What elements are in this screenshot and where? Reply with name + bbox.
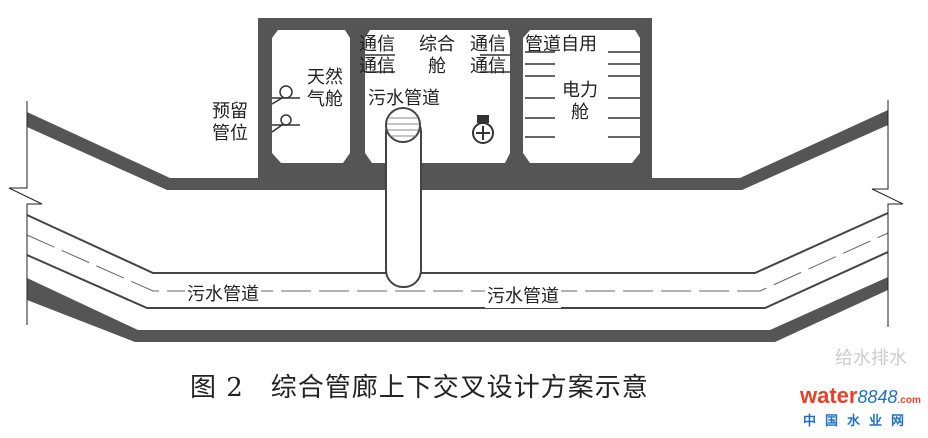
label-gas-cabin: 天然气舱: [305, 67, 345, 111]
label-line: 综合: [419, 34, 455, 55]
label-comm-right: 通信通信: [468, 34, 508, 78]
brand-number: 8848: [857, 387, 898, 407]
label-sewer-bottom-right: 污水管道: [485, 286, 561, 308]
label-line: 通信: [359, 56, 395, 77]
label-line: 舱: [571, 102, 589, 123]
sewer-center-line: [26, 232, 889, 292]
brand-suffix: .com: [897, 395, 921, 406]
right-break-line: [871, 100, 904, 327]
sewer-bottom-line: [26, 251, 889, 309]
sewer-pipe-section: [385, 107, 421, 143]
label-line: 管位: [212, 123, 248, 144]
label-sewer-bottom-left: 污水管道: [185, 284, 261, 306]
label-line: 气舱: [307, 89, 343, 110]
comm-shelves: [365, 54, 510, 73]
label-pipe-self-use: 管道自用: [525, 34, 597, 55]
power-shelves: [525, 51, 640, 138]
brand-text: water: [800, 383, 858, 408]
sewer-top-line: [26, 212, 889, 274]
label-line: 通信: [359, 34, 395, 55]
label-comm-left: 通信通信: [357, 34, 397, 78]
label-power-cabin: 电力舱: [560, 80, 600, 124]
lower-band: [27, 277, 888, 342]
figure-caption: 图 2 综合管廊上下交叉设计方案示意: [190, 373, 649, 403]
site-watermark: 中国水业网: [803, 414, 914, 429]
sewer-pipe-hatching: [387, 117, 419, 137]
brand-watermark: water8848.com: [800, 383, 921, 414]
label-line: 通信: [470, 34, 506, 55]
gas-cabin-chamber: [272, 30, 350, 163]
label-line: 舱: [428, 56, 446, 77]
label-line: 通信: [470, 56, 506, 77]
gas-pipes: [271, 85, 300, 133]
label-line: 电力: [562, 80, 598, 101]
label-combined-cabin: 综合舱: [417, 34, 457, 78]
wechat-watermark: 给水排水: [835, 348, 907, 369]
label-line: 预留: [212, 101, 248, 122]
label-sewer-in-cabin: 污水管道: [368, 88, 440, 109]
left-break-line: [8, 101, 43, 325]
water-pipe: [472, 115, 494, 144]
label-line: 天然: [307, 67, 343, 88]
label-reserved-pipe: 预留管位: [210, 101, 250, 145]
